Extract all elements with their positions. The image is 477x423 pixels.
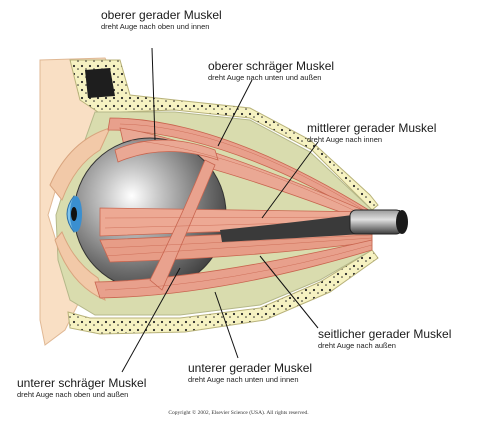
label-superior-rectus: oberer gerader Muskel dreht Auge nach ob…	[101, 8, 222, 32]
label-lateral-rectus-subtitle: dreht Auge nach außen	[318, 341, 451, 351]
copyright-notice: Copyright © 2002, Elsevier Science (USA)…	[0, 410, 477, 416]
label-inferior-oblique: unterer schräger Muskel dreht Auge nach …	[17, 376, 146, 400]
label-medial-rectus: mittlerer gerader Muskel dreht Auge nach…	[307, 121, 436, 145]
pupil	[71, 207, 77, 221]
label-lateral-rectus: seitlicher gerader Muskel dreht Auge nac…	[318, 327, 451, 351]
label-lateral-rectus-title: seitlicher gerader Muskel	[318, 327, 451, 341]
label-superior-rectus-subtitle: dreht Auge nach oben und innen	[101, 22, 222, 32]
label-medial-rectus-subtitle: dreht Auge nach innen	[307, 135, 436, 145]
label-inferior-oblique-title: unterer schräger Muskel	[17, 376, 146, 390]
label-superior-oblique-subtitle: dreht Auge nach unten und außen	[208, 73, 334, 83]
optic-nerve-end	[350, 210, 402, 234]
label-superior-rectus-title: oberer gerader Muskel	[101, 8, 222, 22]
label-inferior-rectus-title: unterer gerader Muskel	[188, 361, 312, 375]
bone-cavity	[85, 68, 115, 98]
label-inferior-rectus: unterer gerader Muskel dreht Auge nach u…	[188, 361, 312, 385]
label-superior-oblique-title: oberer schräger Muskel	[208, 59, 334, 73]
label-inferior-oblique-subtitle: dreht Auge nach oben und außen	[17, 390, 146, 400]
label-superior-oblique: oberer schräger Muskel dreht Auge nach u…	[208, 59, 334, 83]
label-inferior-rectus-subtitle: dreht Auge nach unten und innen	[188, 375, 312, 385]
label-medial-rectus-title: mittlerer gerader Muskel	[307, 121, 436, 135]
